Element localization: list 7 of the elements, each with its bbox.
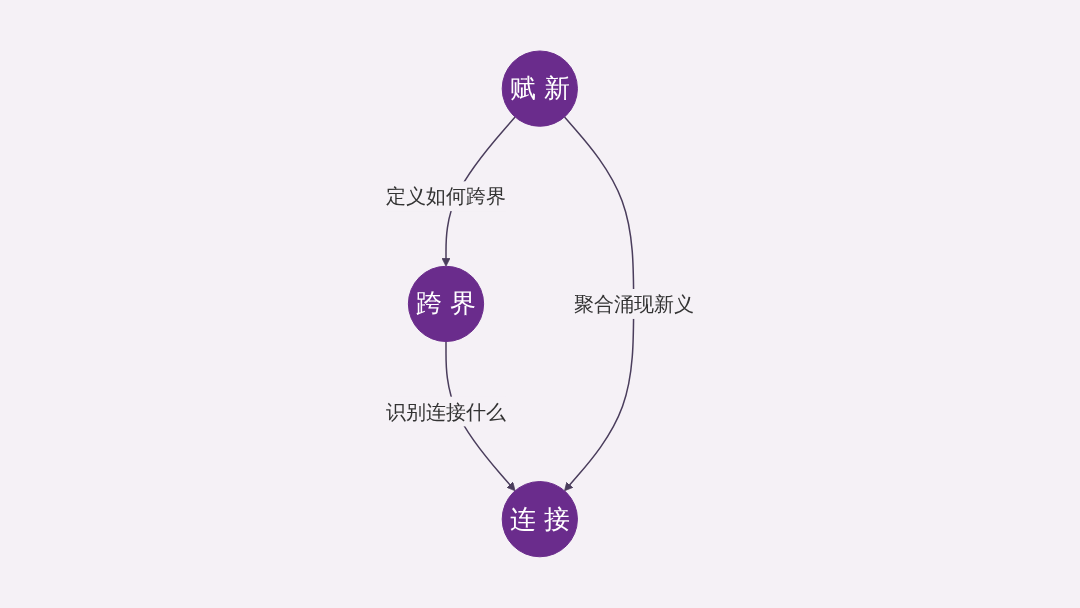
arrow xyxy=(564,116,635,492)
edge-label: 聚合涌现新义 xyxy=(573,292,694,316)
edge-label: 识别连接什么 xyxy=(386,399,507,424)
node-circle: 赋 新 xyxy=(501,50,579,127)
edge-label: 定义如何跨界 xyxy=(386,184,507,209)
node-circle: 连 接 xyxy=(501,481,579,558)
node-circle: 跨 界 xyxy=(408,265,485,343)
